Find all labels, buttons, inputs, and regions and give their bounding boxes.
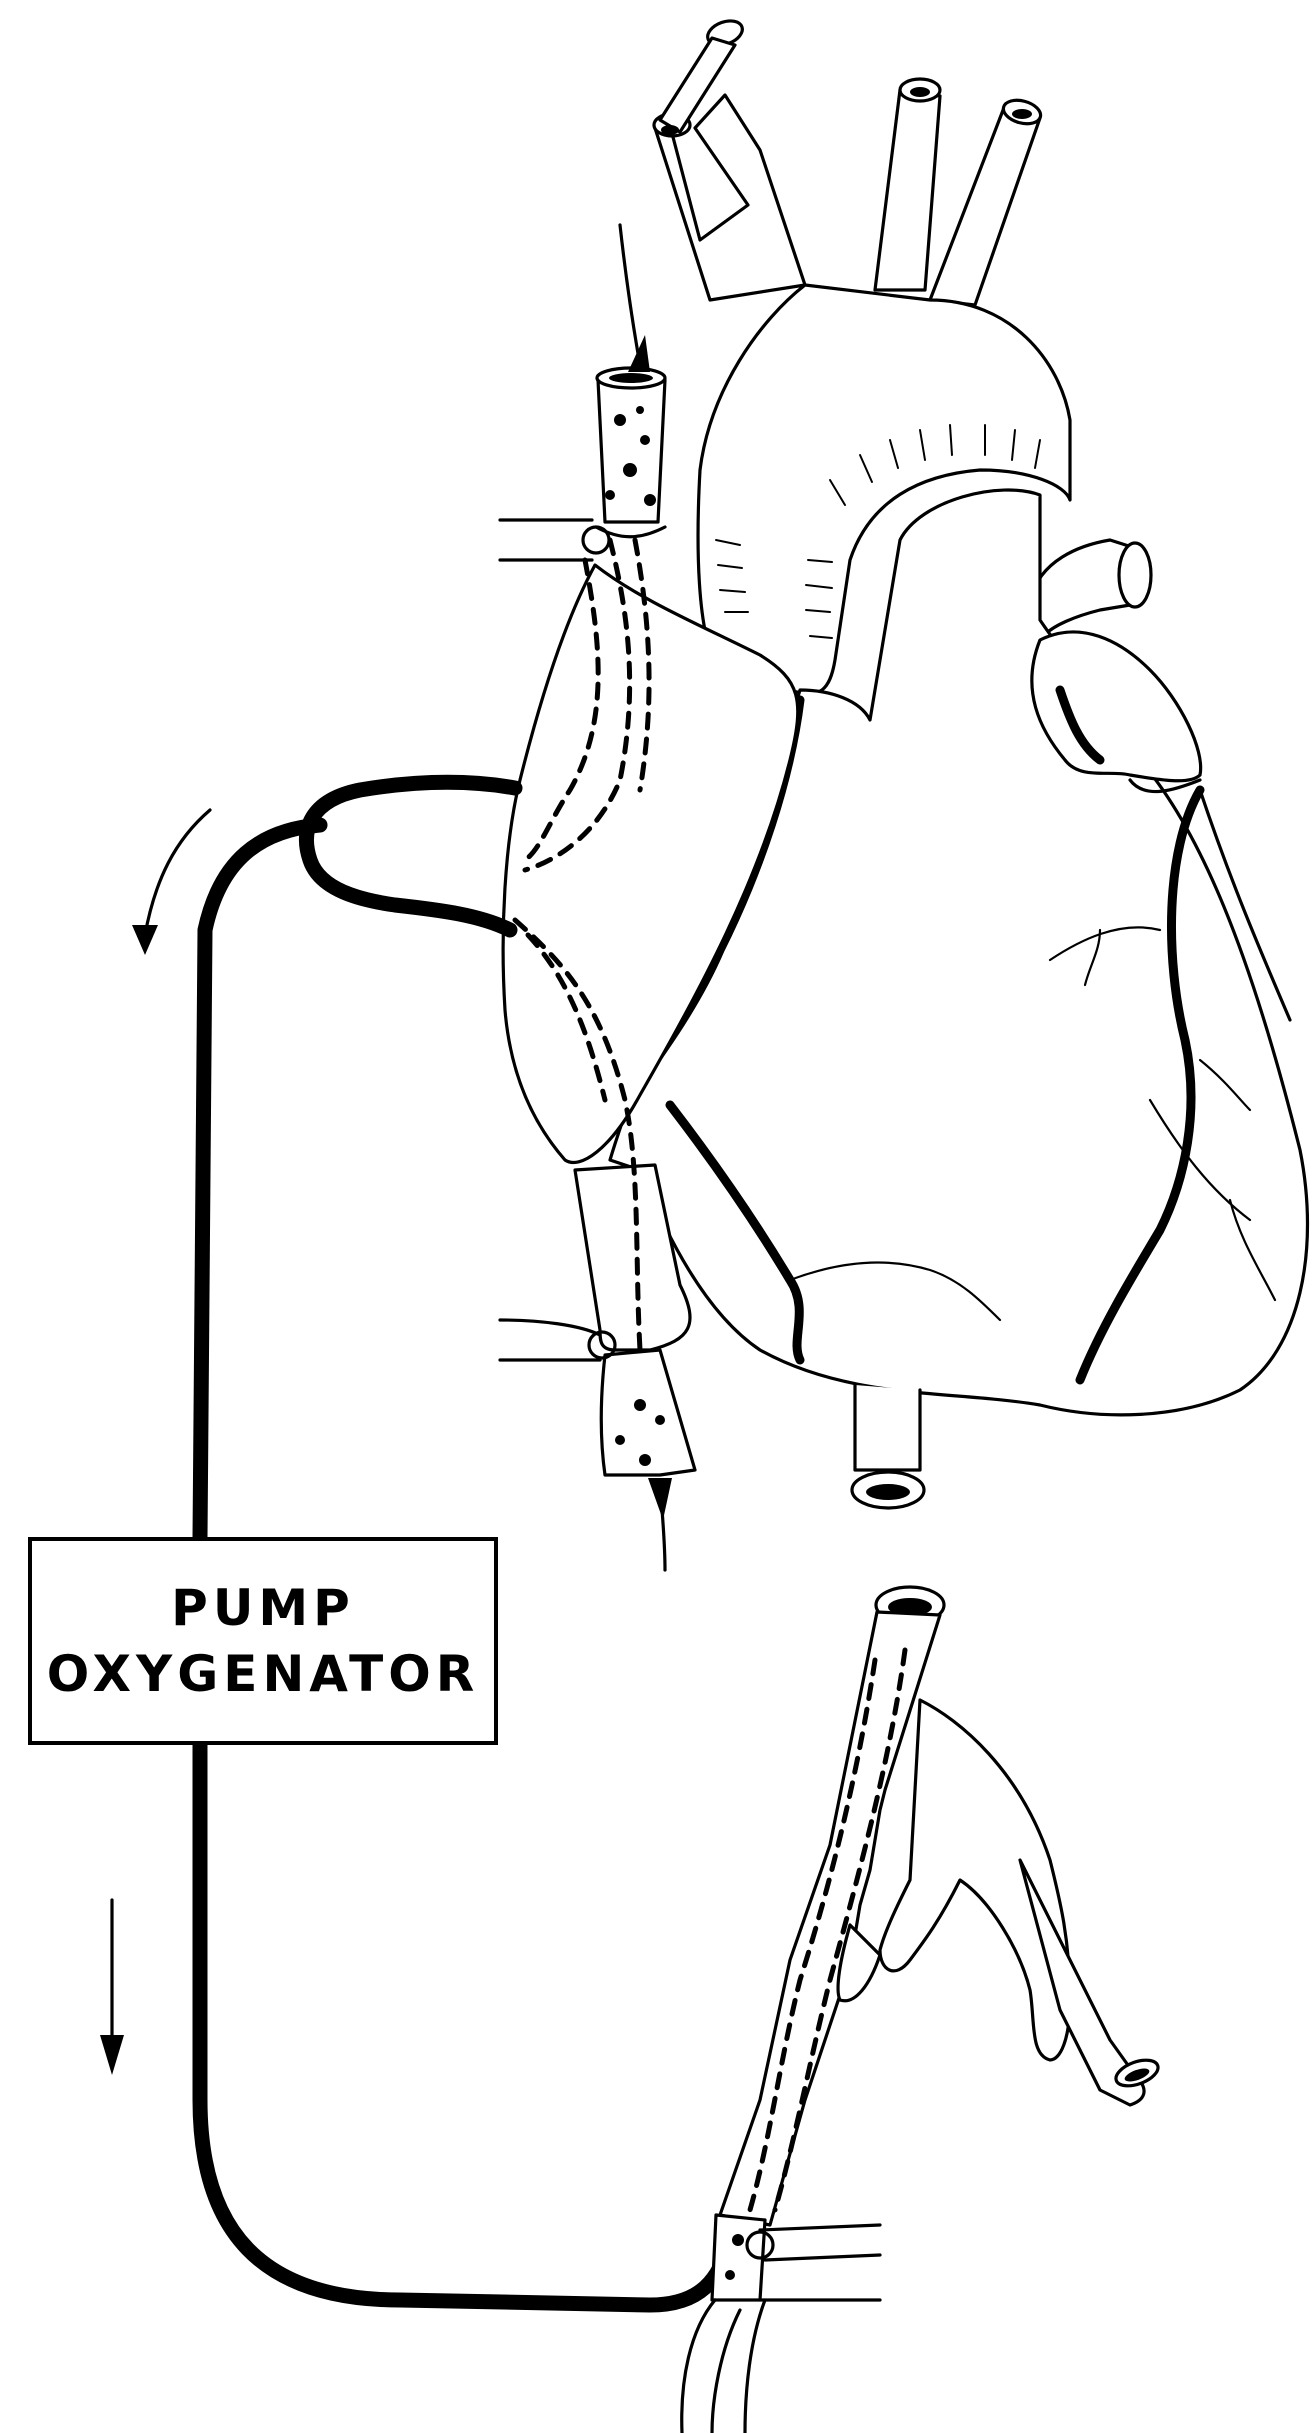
aortic-arch-branches — [654, 17, 1043, 305]
pulmonary-artery — [1030, 540, 1151, 640]
pump-label: PUMP — [171, 1575, 355, 1641]
ivc-stub — [852, 1385, 924, 1508]
femoral-artery — [682, 1587, 1162, 2433]
pump-oxygenator-box: PUMP OXYGENATOR — [28, 1537, 498, 1745]
oxygenator-label: OXYGENATOR — [47, 1641, 479, 1707]
